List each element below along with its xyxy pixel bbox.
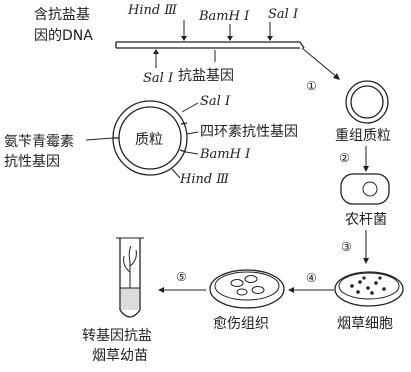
plasmid-bam-pointer [185,151,199,155]
dna-hind-label: Hind Ⅲ [127,3,177,18]
dna-cut-arrows [153,20,273,68]
seedling-label-line2: 烟草幼苗 [92,348,148,364]
step1-number: ① [306,79,317,93]
salt-gene-label: 抗盐基因 [178,67,234,84]
plasmid-hind-label: Hind Ⅲ [179,172,229,187]
step3-number: ③ [341,240,352,254]
plasmid-sal-label: Sal Ⅰ [200,94,231,109]
step3-arrow [363,230,369,264]
plasmid-circle [112,100,188,176]
step4-number: ④ [306,271,317,285]
dna-label-line1: 含抗盐基 [34,6,90,23]
tobacco-cells-label: 烟草细胞 [337,316,393,332]
amp-gene-pointer [85,137,114,141]
dna-sal-top-label: Sal Ⅰ [268,7,299,22]
step5-number: ⑤ [176,270,187,284]
test-tube [116,237,144,318]
agrobacterium-cell [340,173,390,205]
plasmid-sal-pointer [181,102,199,113]
step4-arrow [288,287,334,293]
dna-strand [115,41,305,49]
step2-number: ② [339,151,350,165]
seedling-icon [123,245,137,288]
step5-arrow [158,287,206,293]
recombinant-plasmid-label: 重组质粒 [335,128,391,144]
tet-gene-label: 四环素抗性基因 [200,123,298,140]
agrobacterium-label: 农杆菌 [345,212,387,228]
tobacco-cells-dish [334,271,404,307]
seedling-label-line1: 转基因抗盐 [82,327,152,344]
step2-arrow [363,146,369,172]
recombinant-plasmid [345,80,389,124]
callus-dish [209,269,285,309]
tet-gene-pointer [186,131,199,135]
amp-gene-label-line1: 氨苄青霉素 [4,134,74,150]
step1-arrow [301,47,340,80]
plasmid-hind-pointer [171,168,181,179]
plasmid-bam-label: BamH Ⅰ [199,147,251,162]
dna-bam-label: BamH Ⅰ [198,9,250,24]
callus-label: 愈伤组织 [213,316,269,332]
plasmid-label: 质粒 [135,132,163,148]
dna-sal-bottom-label: Sal Ⅰ [143,71,174,86]
dna-label-line2: 因的DNA [34,28,93,44]
amp-gene-label-line2: 抗性基因 [4,153,60,170]
